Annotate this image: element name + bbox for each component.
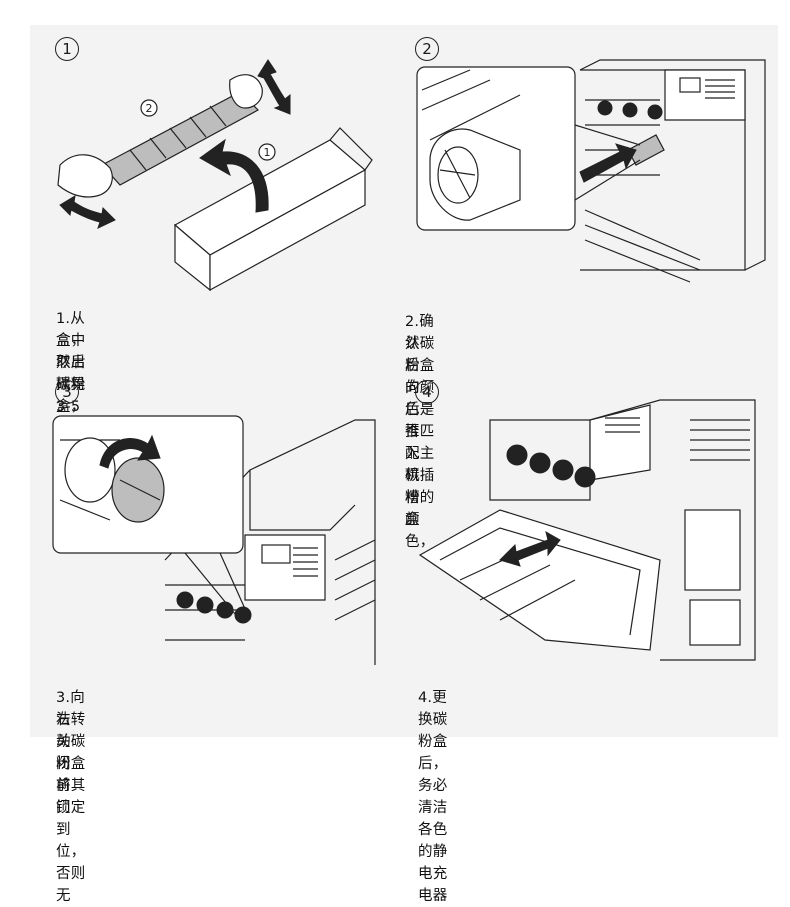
charger-clean-illustration bbox=[418, 399, 756, 661]
toner-shake-illustration: 2 1 bbox=[57, 59, 373, 292]
callout-1: 1 bbox=[264, 146, 271, 159]
step-number-2: 2 bbox=[415, 37, 439, 61]
step-number-4: 4 bbox=[415, 380, 439, 404]
toner-insert-illustration bbox=[416, 59, 766, 283]
step-number-3: 3 bbox=[55, 380, 79, 404]
step-2-caption-line-1: 2.确认碳粉盒的颜色是否匹配主机插槽的颜色， bbox=[405, 314, 435, 550]
toner-lock-illustration bbox=[52, 415, 376, 665]
step-3-caption-line-2: 法关闭前门 bbox=[56, 712, 71, 816]
step-number-1: 1 bbox=[55, 37, 79, 61]
step-4-caption-line-1: 4.更换碳粉盒后，务必清洁各色的静电充电器 bbox=[418, 690, 448, 904]
callout-2: 2 bbox=[146, 102, 153, 115]
step-2-caption-line-2: 然后向后推入碳粉盒 bbox=[405, 336, 420, 528]
